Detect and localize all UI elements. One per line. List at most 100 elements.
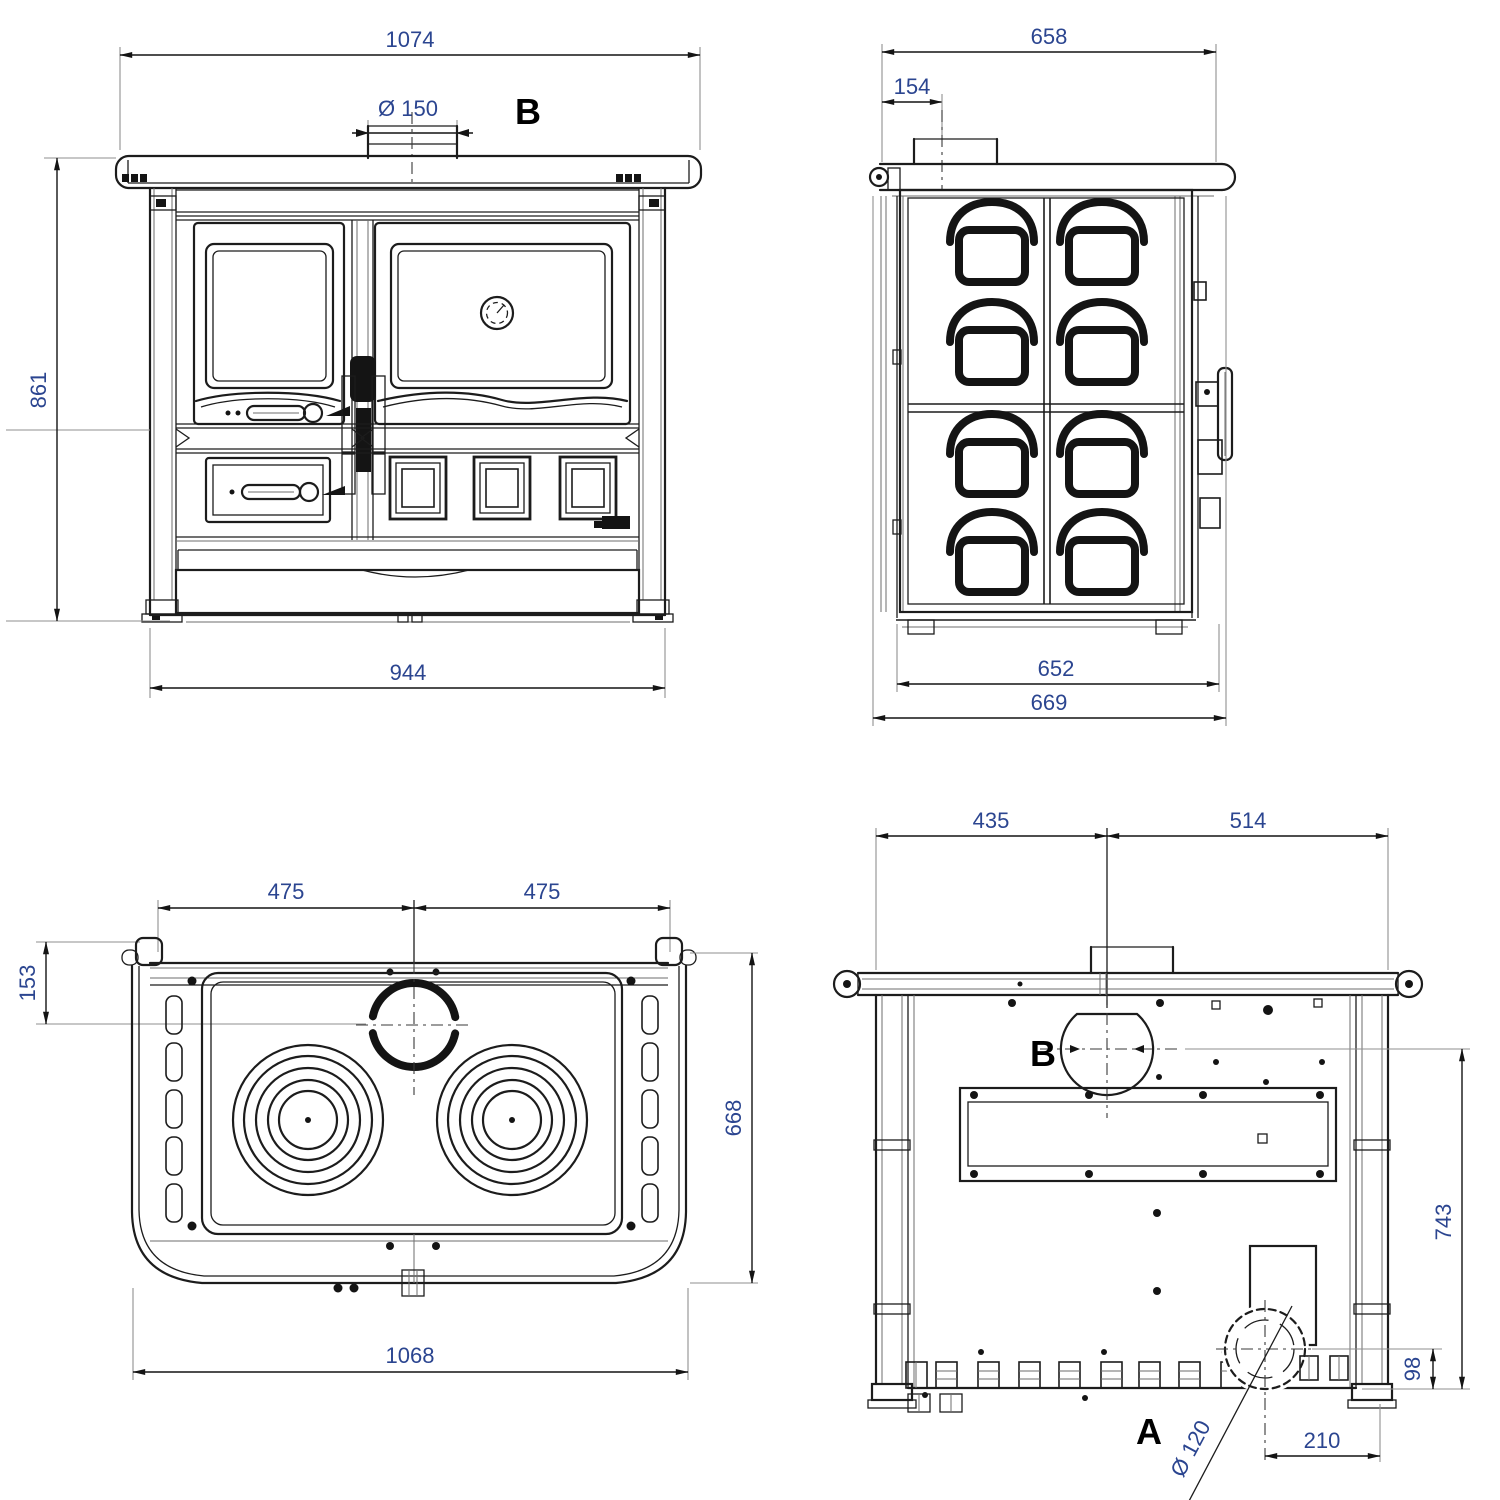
dim-label-front-flue-diameter: Ø 150 bbox=[378, 96, 438, 121]
rear-outlet-a bbox=[1216, 1300, 1349, 1398]
dim-side-total-depth: 669 bbox=[872, 196, 1227, 726]
burner-right bbox=[435, 1043, 589, 1197]
ceramic-tile bbox=[950, 202, 1034, 282]
ceramic-tile bbox=[1060, 414, 1144, 494]
dim-top-left-half: 475 bbox=[157, 879, 671, 962]
ceramic-tile bbox=[950, 512, 1034, 592]
dim-label-rear-flue-right: 514 bbox=[1230, 808, 1267, 833]
dim-side-flue-offset: 154 bbox=[881, 74, 943, 190]
back-leg-top bbox=[654, 936, 684, 967]
dim-label-side-flue-offset: 154 bbox=[894, 74, 931, 99]
front-middle-rail bbox=[175, 423, 640, 454]
side-tile-grid bbox=[898, 188, 1194, 614]
front-plate-grille-right bbox=[616, 174, 641, 182]
door-hinge-block bbox=[350, 356, 376, 402]
oven-window bbox=[389, 242, 614, 390]
dim-top-depth: 668 bbox=[690, 952, 758, 1284]
rear-vent-doubles bbox=[907, 1393, 963, 1413]
rear-chimney-stub bbox=[1089, 945, 1175, 975]
dim-label-side-total-depth: 669 bbox=[1031, 690, 1068, 715]
firebox-window bbox=[204, 242, 335, 390]
rear-flue-opening bbox=[1040, 988, 1180, 1118]
rear-heat-shield bbox=[958, 1086, 1338, 1183]
dim-rear-outlet-height: 98 bbox=[1312, 1348, 1442, 1390]
dim-label-outlet-diameter: Ø 120 bbox=[1165, 1416, 1215, 1481]
rear-flue-label: B bbox=[1030, 1033, 1056, 1074]
ceramic-tile bbox=[1060, 302, 1144, 382]
front-plate-grille-left bbox=[122, 174, 147, 182]
dim-front-bottom-width: 944 bbox=[149, 628, 666, 698]
top-side-vents-left bbox=[165, 995, 183, 1223]
dim-label-front-bottom-width: 944 bbox=[390, 660, 427, 685]
front-view: 1074 Ø 150 B bbox=[6, 27, 703, 698]
dim-front-flue-diameter: Ø 150 bbox=[352, 96, 473, 150]
front-bottom-drawer bbox=[148, 536, 667, 623]
door-handle-side bbox=[1216, 366, 1234, 462]
dim-side-body-depth: 652 bbox=[896, 624, 1220, 692]
dim-rear-flue-left-offset: 435 bbox=[875, 808, 1389, 1008]
front-body bbox=[148, 186, 667, 617]
rail-knob-right bbox=[1394, 969, 1424, 999]
dim-label-top-width: 1068 bbox=[386, 1343, 435, 1368]
dim-label-front-height: 861 bbox=[26, 372, 51, 409]
dim-front-top-width: 1074 bbox=[119, 27, 701, 150]
side-chimney-stub bbox=[912, 137, 999, 166]
front-center-column bbox=[341, 220, 386, 540]
side-hinges-and-handle bbox=[1193, 281, 1234, 529]
dim-rear-flue-height: 743 bbox=[1185, 1048, 1470, 1390]
dim-label-side-top-depth: 658 bbox=[1031, 24, 1068, 49]
dim-rear-flue-right-offset: 514 bbox=[1106, 808, 1389, 839]
ceramic-tile bbox=[1060, 202, 1144, 282]
ash-drawer bbox=[204, 456, 345, 524]
door-latch bbox=[602, 516, 630, 529]
dim-label-rear-outlet-height: 98 bbox=[1400, 1357, 1425, 1381]
side-body bbox=[880, 196, 1199, 618]
rail-knob-left bbox=[832, 969, 862, 999]
front-decor-panels bbox=[388, 455, 630, 529]
dim-label-top-right-half: 475 bbox=[524, 879, 561, 904]
rear-outlet-label: A bbox=[1136, 1411, 1162, 1452]
ceramic-tile bbox=[950, 302, 1034, 382]
dim-label-rear-flue-left: 435 bbox=[973, 808, 1010, 833]
rear-vent-row bbox=[905, 1349, 1243, 1413]
dim-top-right-half: 475 bbox=[413, 879, 671, 911]
side-top-plate bbox=[868, 162, 1237, 197]
front-top-plate bbox=[114, 154, 703, 190]
firebox-handle bbox=[225, 402, 350, 424]
towel-rail bbox=[832, 969, 1424, 999]
cooktop-plate bbox=[187, 971, 636, 1236]
dim-side-top-depth: 658 bbox=[881, 24, 1217, 162]
dim-label-rear-outlet-offset: 210 bbox=[1304, 1428, 1341, 1453]
dim-label-side-body-depth: 652 bbox=[1038, 656, 1075, 681]
dim-top-width: 1068 bbox=[132, 1288, 689, 1380]
dim-label-top-left-half: 475 bbox=[268, 879, 305, 904]
oven-door bbox=[373, 221, 632, 426]
top-flue-collar bbox=[356, 962, 472, 1095]
top-view: 475 475 153 bbox=[15, 879, 758, 1380]
dim-top-flue-from-back: 153 bbox=[15, 941, 366, 1025]
dim-front-height: 861 bbox=[6, 157, 170, 622]
dim-label-rear-flue-height: 743 bbox=[1431, 1204, 1456, 1241]
top-outline bbox=[130, 964, 688, 1285]
top-back-rail bbox=[121, 936, 697, 986]
side-view: 658 154 bbox=[868, 24, 1237, 726]
top-side-vents-right bbox=[641, 995, 659, 1223]
dim-label-top-depth: 668 bbox=[721, 1100, 746, 1137]
firebox-door bbox=[192, 221, 350, 426]
rear-legs bbox=[867, 993, 1397, 1409]
oven-thermometer bbox=[479, 295, 515, 331]
dim-rear-outlet-offset: 210 bbox=[1264, 1398, 1381, 1462]
front-flue-zone-label: B bbox=[515, 91, 541, 132]
dim-label-top-flue-from-back: 153 bbox=[15, 965, 40, 1002]
ceramic-tile bbox=[950, 414, 1034, 494]
front-chimney-stub bbox=[366, 112, 459, 182]
front-feet bbox=[141, 599, 674, 623]
outlet-leader-line bbox=[1188, 1305, 1293, 1500]
burner-left bbox=[231, 1043, 385, 1197]
top-front-rail-details bbox=[333, 1234, 440, 1297]
side-base bbox=[896, 619, 1196, 635]
rear-view: 435 514 bbox=[832, 808, 1470, 1500]
dim-label-front-top-width: 1074 bbox=[386, 27, 435, 52]
